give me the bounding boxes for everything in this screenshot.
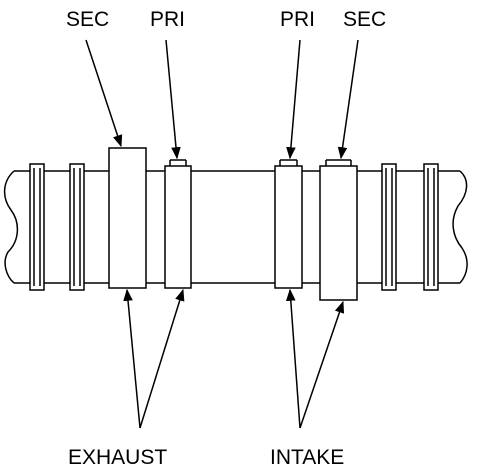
label-exhaust: EXHAUST [68,446,167,469]
label-top-left-sec: SEC [66,8,109,31]
arrow-exhaust-sec [123,288,141,429]
label-top-left-pri: PRI [150,8,185,31]
arrow-intake-sec [299,300,345,429]
arrow-pri-exhaust [165,39,181,160]
arrow-pri-intake [286,39,301,160]
shaft-left-break [3,170,19,284]
left-journal [29,163,85,291]
arrow-sec-exhaust [85,39,123,148]
label-intake: INTAKE [270,446,344,469]
arrow-intake-pri [285,288,301,429]
intake-pri-lobe [274,165,303,289]
bottom-leaders [123,288,345,429]
exhaust-pri-lobe [164,165,192,289]
arrow-sec-intake [337,39,359,160]
top-leaders [85,39,359,160]
label-top-right-pri: PRI [280,8,315,31]
right-journal [381,163,439,291]
arrow-exhaust-pri [139,288,185,429]
camshaft [3,147,468,301]
exhaust-sec-lobe [108,147,147,289]
label-top-right-sec: SEC [343,8,386,31]
shaft-right-break [452,170,468,284]
intake-sec-lobe [319,165,358,301]
